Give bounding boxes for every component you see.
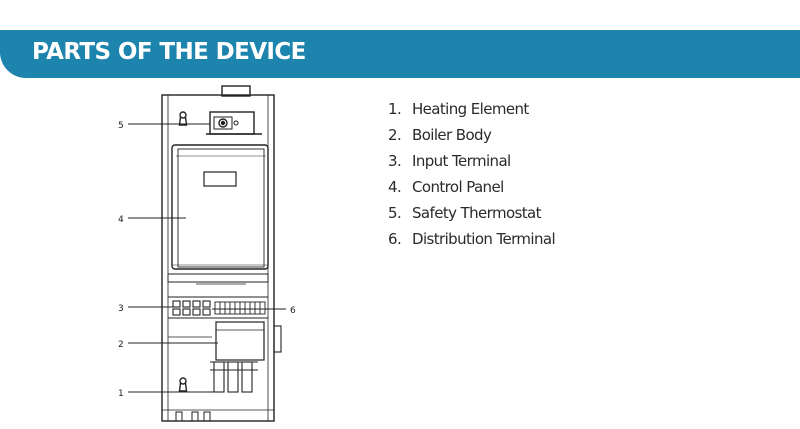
list-item-number: 1. [388, 100, 402, 118]
list-item: 2. Boiler Body [388, 124, 555, 150]
keyhole-icon [179, 111, 187, 119]
parts-list: 1. Heating Element 2. Boiler Body 3. Input … [388, 98, 556, 254]
list-item-label: Safety Thermostat [412, 204, 542, 222]
list-item-number: 2. [388, 126, 402, 144]
list-item-label: Boiler Body [412, 126, 492, 144]
callout-number-3: 3 [118, 304, 124, 314]
list-item-number: 6. [388, 230, 402, 248]
side-connector [273, 325, 282, 353]
list-item-label: Input Terminal [412, 152, 511, 170]
list-item: 5. Safety Thermostat [388, 202, 555, 228]
callout-number-4: 4 [118, 215, 124, 225]
boiler-body [215, 321, 265, 361]
callout-number-6: 6 [290, 306, 296, 316]
safety-thermostat-knob [218, 118, 228, 128]
list-item-label: Distribution Terminal [412, 230, 556, 248]
list-item: 3. Input Terminal [388, 150, 555, 176]
list-item: 6. Distribution Terminal [388, 228, 556, 254]
heating-element [210, 361, 258, 393]
input-terminal-block [172, 300, 211, 316]
page-title: PARTS OF THE DEVICE [32, 39, 306, 65]
list-item-number: 3. [388, 152, 402, 170]
list-item: 1. Heating Element [388, 98, 555, 124]
control-panel-display [203, 171, 237, 187]
callout-number-2: 2 [118, 340, 124, 350]
list-item-label: Heating Element [412, 100, 529, 118]
header-banner [0, 30, 800, 78]
list-item-label: Control Panel [412, 178, 504, 196]
callout-number-5: 5 [118, 121, 124, 131]
keyhole-icon [179, 377, 187, 385]
distribution-terminal-strip [214, 301, 266, 315]
control-panel-frame [171, 144, 269, 270]
list-item-number: 5. [388, 204, 402, 222]
list-item-number: 4. [388, 178, 402, 196]
list-item: 4. Control Panel [388, 176, 555, 202]
flue-pipe [221, 85, 251, 97]
callout-number-1: 1 [118, 389, 124, 399]
cabinet-outline [161, 94, 275, 422]
